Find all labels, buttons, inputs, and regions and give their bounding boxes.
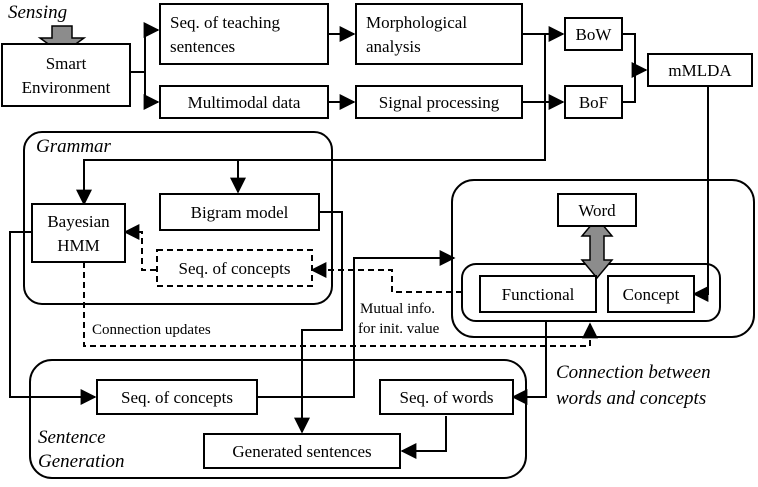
grammar-title: Grammar [36,136,112,157]
edge-env-to-multimodal [143,72,160,110]
edge-seq-concepts-to-connection [257,250,456,398]
sensing-title: Sensing [8,2,67,23]
concept-box [607,275,695,313]
edge-connection-updates-dashed [83,262,598,347]
multimodal-data-label: Multimodal data [188,93,301,112]
bayesian-hmm-label-2: HMM [57,236,100,255]
bayesian-hmm-label-1: Bayesian [47,212,110,231]
bayesian-hmm-box [31,203,126,263]
multimodal-data-box [159,85,329,119]
functional-box [479,275,597,313]
word-label: Word [578,201,616,220]
bigram-model-label: Bigram model [191,203,289,222]
teaching-sentences-box [159,3,329,65]
grammar-group [23,131,333,305]
edge-bigram-to-generated [294,211,343,434]
grammar-seq-concepts-box [156,249,313,287]
bow-label: BoW [576,25,613,44]
edge-bow-bof-join [622,33,636,103]
connection-updates-label: Connection updates [92,322,211,338]
signal-processing-box [355,85,523,119]
morphological-analysis-label-1: Morphological [366,13,467,32]
mmlda-label: mMLDA [668,61,732,80]
seq-words-label: Seq. of words [400,388,494,407]
edge-to-bayesian [76,34,546,206]
edge-env-to-teaching [130,22,160,73]
edge-connection-to-seq-words [511,321,547,405]
edge-mutual-info-dashed [310,262,462,293]
edge-mmlda-to-concept [692,84,709,302]
smart-environment-label-1: Smart [46,54,87,73]
sentence-generation-title-2: Generation [38,451,125,472]
mmlda-box [647,53,753,87]
edge-concepts-to-hmm-dashed [123,224,156,271]
seq-words-box [379,379,514,415]
generated-sentences-box [203,433,401,469]
bigram-model-box [159,193,320,231]
mutual-info-label-2: for init. value [358,321,440,337]
morphological-analysis-label-2: analysis [366,37,421,56]
generation-group [29,359,527,479]
edge-seq-words-to-generated [400,416,447,459]
connection-title-2: words and concepts [556,388,706,409]
connection-title-1: Connection between [556,362,711,383]
smart-environment-box [1,43,131,107]
sentence-generation-title-1: Sentence [38,427,106,448]
signal-processing-label: Signal processing [379,93,500,112]
concept-label: Concept [623,285,680,304]
word-box [557,193,637,227]
teaching-sentences-label-2: sentences [170,37,235,56]
functional-label: Functional [502,285,575,304]
mutual-info-label-1: Mutual info. [360,301,435,317]
teaching-sentences-label-1: Seq. of teaching [170,13,280,32]
grammar-seq-concepts-label: Seq. of concepts [179,259,291,278]
edge-bayesian-to-seq-concepts [9,231,97,405]
morphological-analysis-box [355,3,523,65]
smart-environment-label-2: Environment [22,78,111,97]
bof-label: BoF [579,93,608,112]
bof-box [564,85,623,119]
generation-seq-concepts-label: Seq. of concepts [121,388,233,407]
generated-sentences-label: Generated sentences [232,442,371,461]
generation-seq-concepts-box [96,379,258,415]
bow-box [564,17,623,51]
